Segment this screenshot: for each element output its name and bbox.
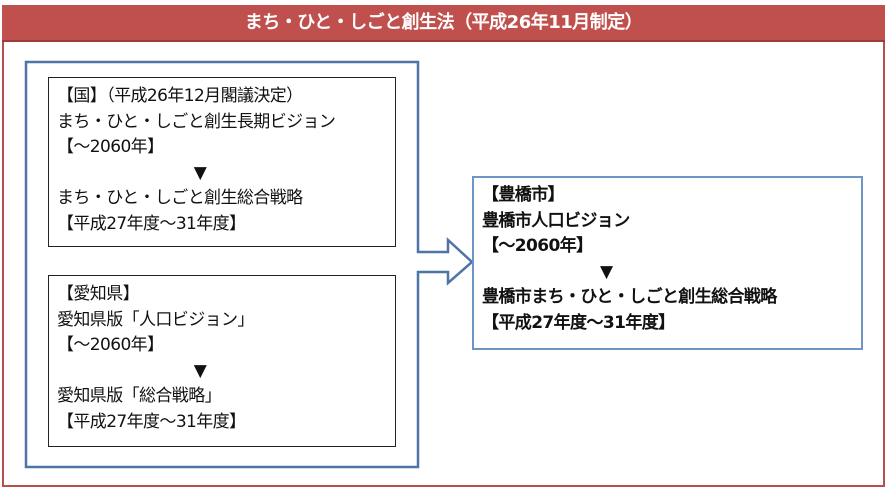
city-vision: 豊橋市人口ビジョン [482, 210, 630, 231]
city-header: 【豊橋市】 [482, 185, 565, 205]
national-strategy-period: 【平成27年度～31年度】 [57, 213, 246, 234]
national-strategy: まち・ひと・しごと創生総合戦略 [57, 188, 303, 208]
prefecture-box: 【愛知県】 愛知県版「人口ビジョン」 【～2060年】 ▼ 愛知県版「総合戦略」… [48, 275, 396, 447]
down-arrow-icon: ▼ [193, 360, 207, 381]
prefecture-vision-period: 【～2060年】 [57, 335, 164, 355]
national-vision-period: 【～2060年】 [57, 137, 164, 157]
national-vision: まち・ひと・しごと創生長期ビジョン [57, 111, 336, 132]
city-vision-period: 【～2060年】 [482, 236, 593, 256]
diagram-title: まち・ひと・しごと創生法（平成26年11月制定） [2, 5, 885, 42]
prefecture-header: 【愛知県】 [57, 284, 140, 304]
down-arrow-icon: ▼ [600, 261, 613, 282]
city-strategy: 豊橋市まち・ひと・しごと創生総合戦略 [482, 287, 777, 307]
city-strategy-period: 【平成27年度～31年度】 [482, 312, 675, 333]
national-header: 【国】（平成26年12月閣議決定） [57, 86, 303, 106]
national-box: 【国】（平成26年12月閣議決定） まち・ひと・しごと創生長期ビジョン 【～20… [48, 77, 396, 247]
down-arrow-icon: ▼ [193, 162, 207, 183]
city-box: 【豊橋市】 豊橋市人口ビジョン 【～2060年】 ▼ 豊橋市まち・ひと・しごと創… [472, 176, 863, 350]
prefecture-strategy-period: 【平成27年度～31年度】 [57, 411, 246, 432]
prefecture-strategy: 愛知県版「総合戦略」 [57, 386, 222, 406]
prefecture-vision: 愛知県版「人口ビジョン」 [57, 309, 254, 330]
